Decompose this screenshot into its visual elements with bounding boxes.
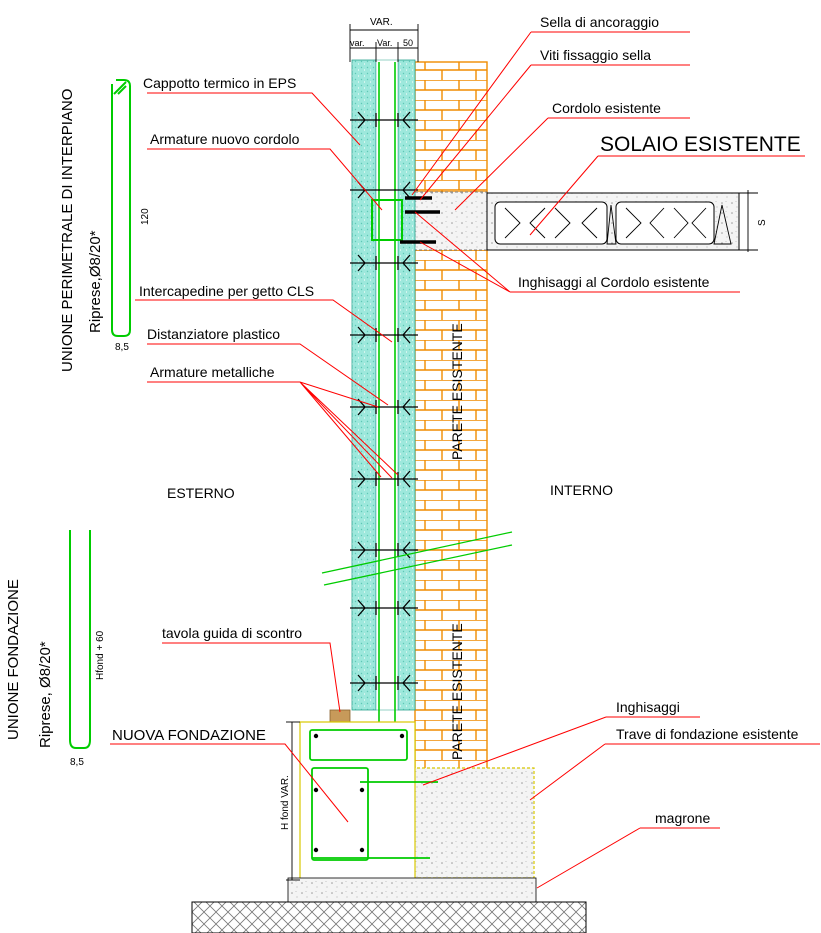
existing-brick-wall-lower — [414, 249, 488, 771]
eps-insulation-outer — [351, 59, 377, 711]
dimension-var-top: VAR. — [370, 17, 393, 28]
magrone — [287, 877, 537, 903]
dimension-fifty: 50 — [403, 38, 413, 48]
label-distanziatore: Distanziatore plastico — [147, 326, 280, 342]
dimension-bar2-length: Hfond + 60 — [95, 630, 106, 680]
rebar-detail-interpiano — [111, 79, 131, 337]
h-fond-dimension-line — [286, 721, 300, 881]
label-tavola: tavola guida di scontro — [162, 625, 302, 641]
label-parete-1: PARETE ESISTENTE — [449, 323, 465, 460]
label-riprese-1: Riprese,Ø8/20* — [87, 230, 104, 333]
plastic-spacers — [350, 111, 418, 692]
foundation-rebars — [309, 729, 438, 861]
label-armature-metalliche: Armature metalliche — [150, 364, 275, 380]
label-magrone: magrone — [655, 810, 710, 826]
dimension-bar1-length: 120 — [140, 208, 151, 225]
foundation-rebar-dots — [313, 733, 405, 853]
break-line — [321, 531, 513, 586]
ground-hatch — [191, 901, 587, 933]
label-inghisaggi: Inghisaggi — [616, 699, 680, 715]
top-dimension-lines — [349, 24, 419, 62]
concrete-cavity — [375, 59, 399, 711]
slab-dimension-line — [738, 190, 758, 252]
vertical-rebars — [378, 62, 396, 740]
anchor-screws — [400, 196, 440, 244]
label-viti: Viti fissaggio sella — [540, 47, 651, 63]
rebar-detail-fondazione — [69, 530, 91, 749]
label-inghisaggi-cordolo: Inghisaggi al Cordolo esistente — [518, 274, 710, 290]
label-cordolo-esistente: Cordolo esistente — [552, 100, 661, 116]
new-curb-stirrup — [371, 199, 403, 241]
label-riprese-2: Riprese, Ø8/20* — [37, 641, 54, 748]
h-fond-dimension: H fond VAR. — [280, 775, 291, 830]
label-unione-fondazione: UNIONE FONDAZIONE — [5, 579, 22, 740]
dimension-var-mid: Var. — [377, 38, 392, 48]
label-interno: INTERNO — [550, 482, 613, 498]
label-nuova-fondazione: NUOVA FONDAZIONE — [112, 727, 266, 744]
label-parete-2: PARETE ESISTENTE — [449, 623, 465, 760]
existing-slab — [486, 192, 740, 251]
leader-lines — [110, 31, 820, 889]
dimension-var-small: var. — [350, 38, 365, 48]
label-cappotto: Cappotto termico in EPS — [143, 75, 296, 91]
slab-dimension-s: S — [757, 219, 768, 226]
label-solaio: SOLAIO ESISTENTE — [600, 133, 801, 156]
dimension-bar1-base: 8,5 — [115, 342, 129, 353]
label-trave: Trave di fondazione esistente — [616, 726, 799, 742]
label-armature-cordolo: Armature nuovo cordolo — [150, 131, 300, 147]
new-foundation — [299, 721, 416, 881]
label-esterno: ESTERNO — [167, 485, 235, 501]
dimension-bar2-base: 8,5 — [70, 757, 84, 768]
label-unione-interpiano: UNIONE PERIMETRALE DI INTERPIANO — [59, 89, 76, 372]
existing-brick-wall-upper — [414, 61, 488, 193]
label-sella: Sella di ancoraggio — [540, 14, 659, 30]
label-intercapedine: Intercapedine per getto CLS — [139, 283, 314, 299]
